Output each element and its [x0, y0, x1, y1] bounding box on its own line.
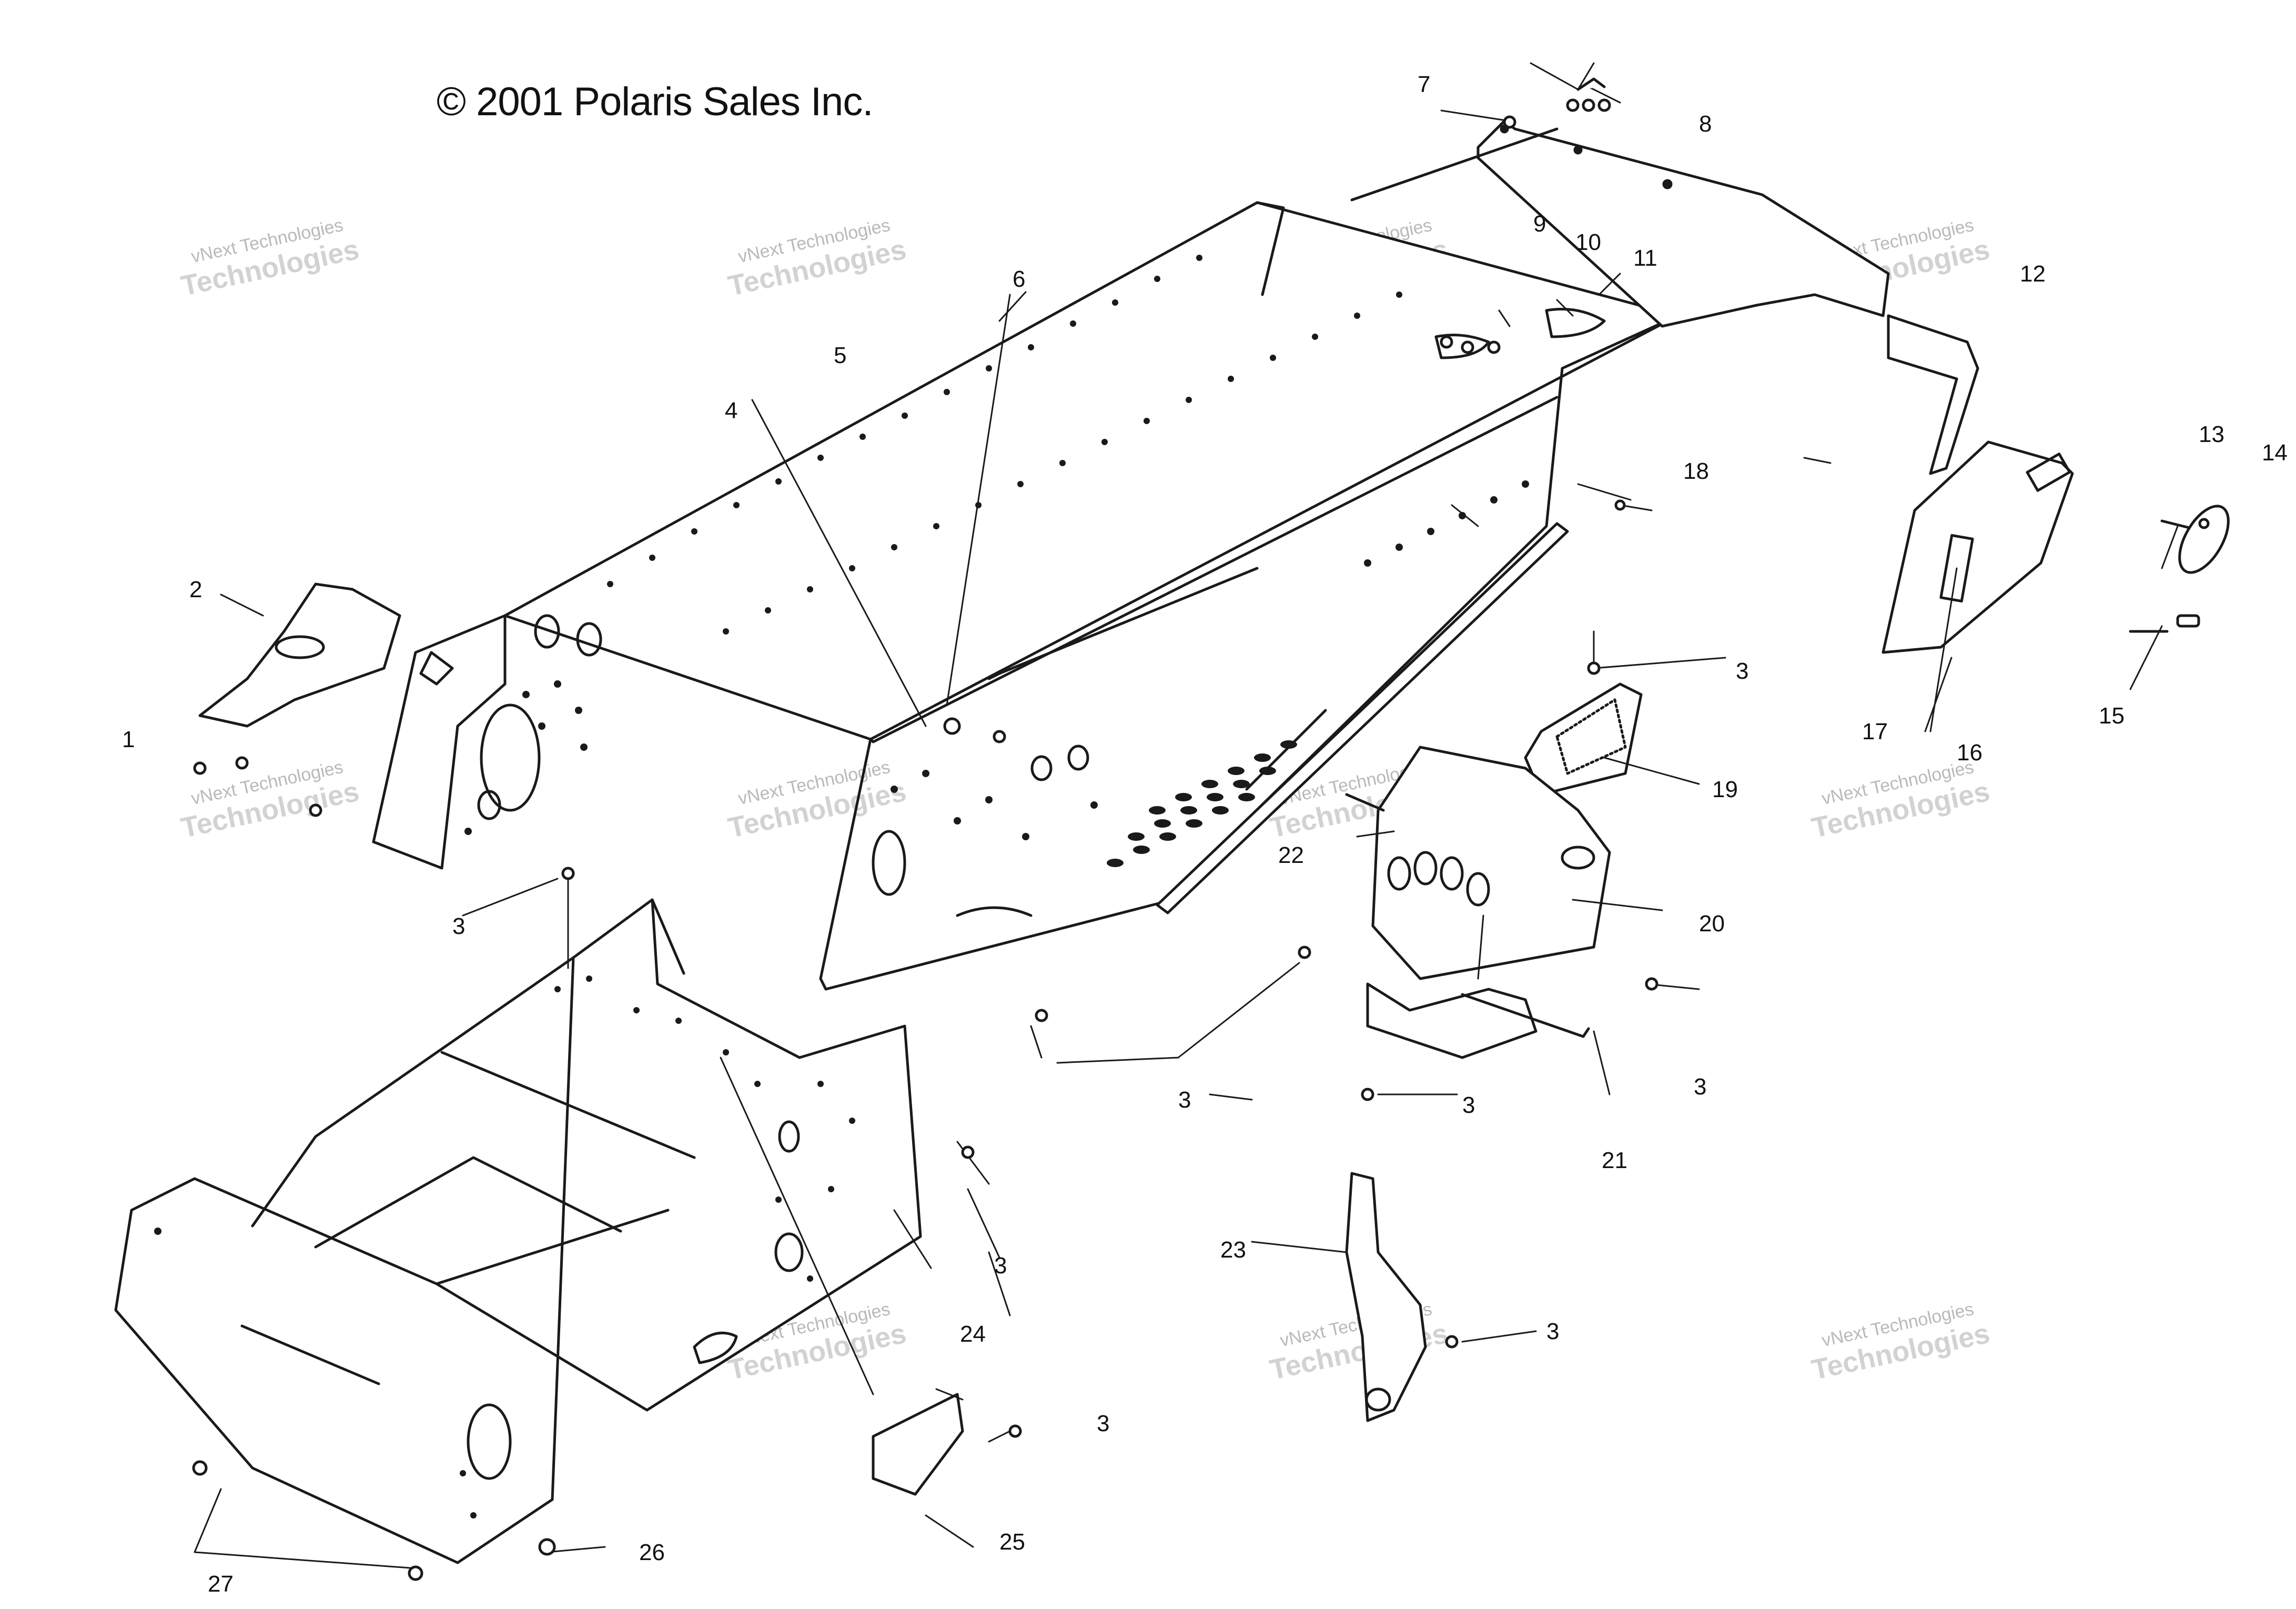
callout-1: 1 — [122, 727, 135, 752]
callout-3: 3 — [1097, 1411, 1109, 1436]
callout-11: 11 — [1633, 245, 1657, 271]
callout-16: 16 — [1957, 740, 1983, 766]
callout-3: 3 — [1546, 1319, 1559, 1344]
callout-17: 17 — [1862, 719, 1888, 745]
callout-19: 19 — [1712, 777, 1738, 802]
part-20-bracket — [1345, 746, 1611, 980]
callout-13: 13 — [2199, 421, 2224, 447]
callout-10: 10 — [1575, 229, 1601, 255]
callout-20: 20 — [1699, 911, 1725, 937]
callout-21: 21 — [1602, 1148, 1627, 1173]
callout-3: 3 — [994, 1253, 1007, 1279]
callout-5: 5 — [834, 343, 846, 368]
callout-26: 26 — [639, 1540, 665, 1565]
part-12-rail — [1887, 314, 1979, 475]
callout-22: 22 — [1278, 842, 1304, 868]
part-19-block — [1524, 682, 1643, 796]
tunnel-rails — [419, 522, 1569, 914]
callout-2: 2 — [189, 577, 202, 602]
part-23-bracket — [1345, 1172, 1427, 1422]
callout-12: 12 — [2020, 261, 2046, 287]
callout-24: 24 — [960, 1321, 986, 1347]
part-17-endcap — [1882, 440, 2074, 654]
callout-15: 15 — [2099, 703, 2125, 729]
callout-4: 4 — [725, 398, 737, 424]
callout-8: 8 — [1699, 111, 1712, 137]
callout-3: 3 — [1736, 658, 1748, 684]
callout-23: 23 — [1220, 1237, 1246, 1263]
callout-25: 25 — [999, 1529, 1025, 1555]
part-21-axle — [1366, 982, 1590, 1059]
callout-18: 18 — [1683, 458, 1709, 484]
callout-3: 3 — [1694, 1074, 1706, 1100]
callout-9: 9 — [1533, 211, 1546, 237]
callout-3: 3 — [1178, 1087, 1191, 1113]
callout-6: 6 — [1013, 266, 1025, 292]
callout-3: 3 — [1462, 1092, 1475, 1118]
part-24-bulkhead — [114, 898, 922, 1564]
copyright-notice: © 2001 Polaris Sales Inc. — [437, 79, 873, 124]
part-7-flap — [1350, 119, 1890, 359]
part-13-14-15 — [2129, 505, 2230, 633]
callout-14: 14 — [2262, 440, 2288, 466]
callout-27: 27 — [208, 1571, 234, 1597]
part-25-plate — [872, 1393, 964, 1496]
fasteners — [192, 77, 2210, 1581]
callout-7: 7 — [1418, 72, 1430, 97]
part-2-bracket — [198, 582, 401, 728]
callout-labels: 1 2 3 4 5 6 7 8 9 10 11 12 13 14 15 16 1… — [122, 72, 2288, 1597]
callout-3: 3 — [452, 913, 465, 939]
